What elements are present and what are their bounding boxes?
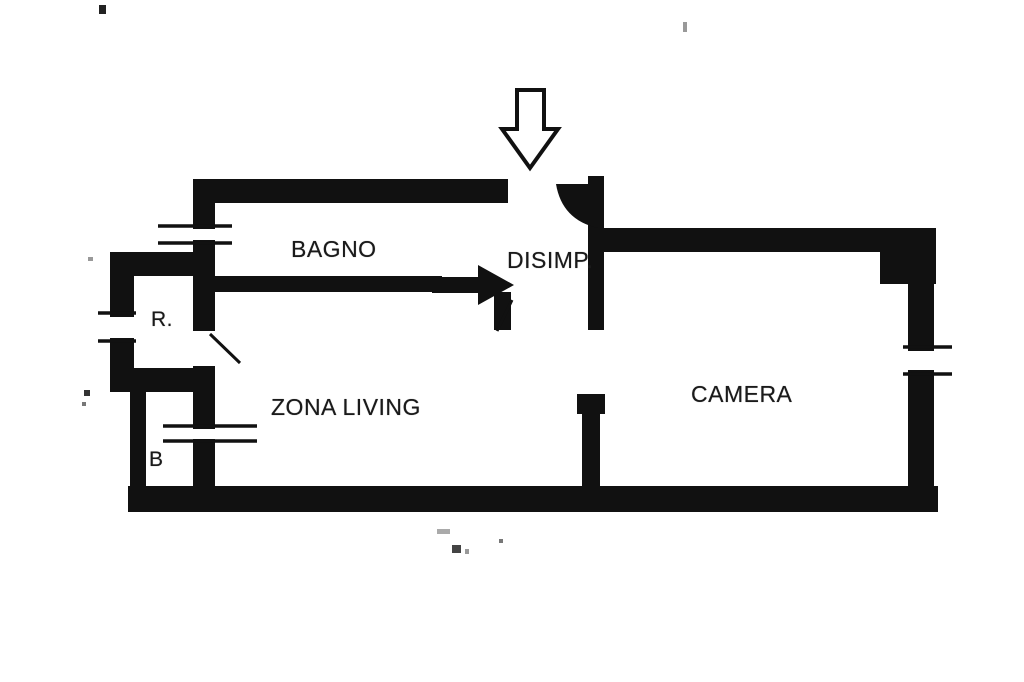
- wall-bagno-living-divider: [210, 276, 442, 292]
- wall-right: [908, 252, 934, 508]
- door-swing-ripostiglio: [208, 332, 242, 365]
- wall-openings: [109, 229, 935, 439]
- wall-bottom: [128, 486, 938, 512]
- wall-divider-stub: [494, 292, 511, 330]
- room-label-zona-living: ZONA LIVING: [271, 394, 421, 420]
- room-label-camera: CAMERA: [691, 381, 793, 407]
- window-symbols: [98, 224, 952, 443]
- wall-center-lower-blob: [577, 394, 605, 414]
- room-label-ripostiglio: R.: [151, 308, 173, 331]
- wall-r-bottom: [110, 368, 214, 392]
- wall-camera-top: [596, 228, 936, 252]
- entrance-arrow-icon: [498, 88, 562, 172]
- room-label-bagno: BAGNO: [291, 236, 377, 262]
- room-label-b: B: [149, 448, 164, 471]
- wall-center-lower: [582, 394, 600, 490]
- wall-left-vertical-lower: [193, 366, 215, 490]
- room-label-disimpegno: DISIMP.: [507, 247, 594, 273]
- divider-arrow-end: [432, 265, 514, 305]
- entry-door-swing: [556, 184, 598, 228]
- scan-noise: [82, 5, 687, 554]
- door-swing-living: [495, 299, 514, 332]
- wall-b-left: [130, 390, 146, 490]
- walls: [110, 176, 938, 512]
- wall-bagno-top: [195, 179, 508, 203]
